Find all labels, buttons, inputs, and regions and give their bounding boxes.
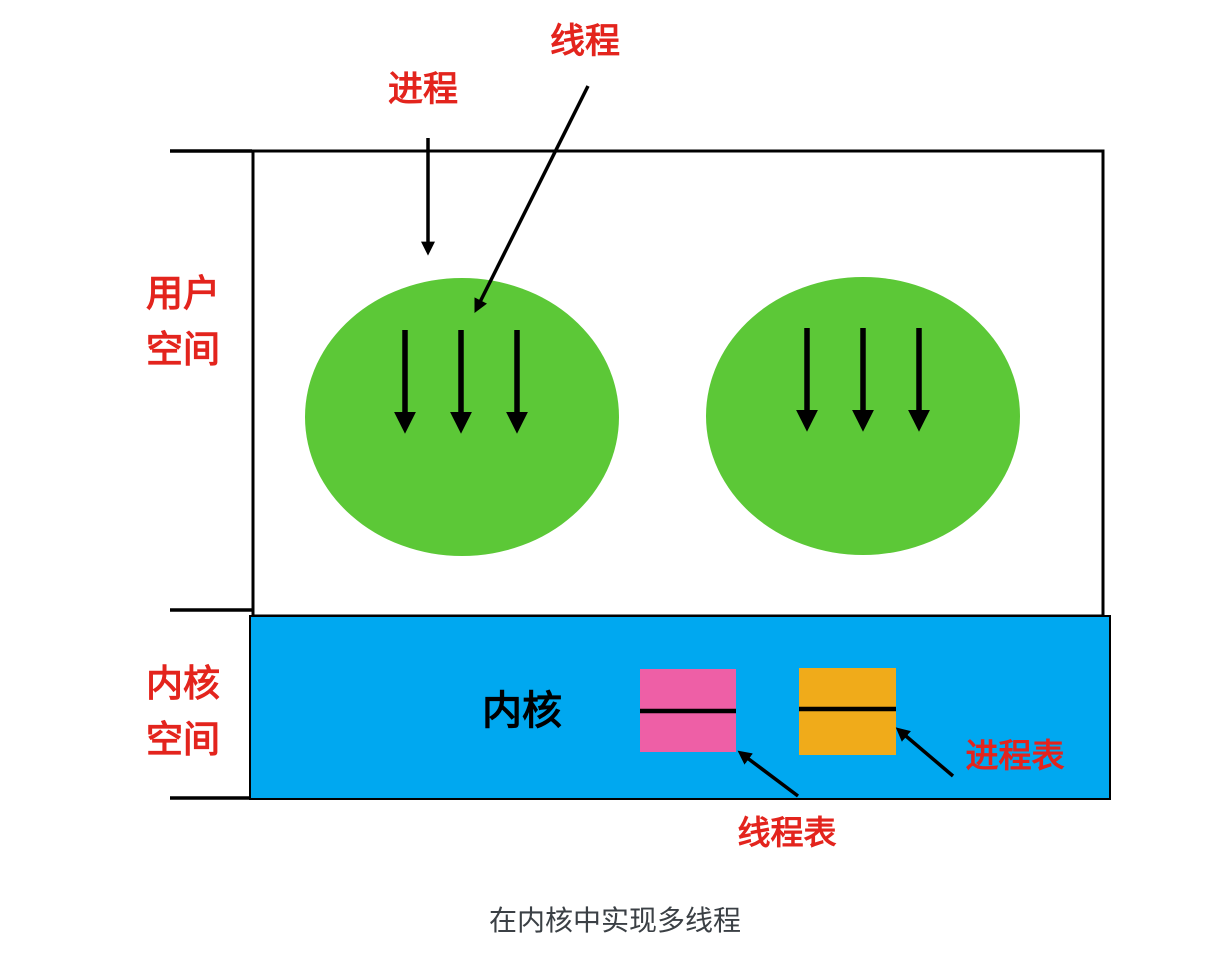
thread-arrows-process-2 <box>796 328 930 432</box>
figure-caption: 在内核中实现多线程 <box>488 905 741 936</box>
kernel-space-label: 内核 空间 <box>133 656 233 767</box>
thread-arrows-process-1 <box>394 330 528 434</box>
thread-table-pointer-arrow-icon <box>737 750 800 798</box>
thread-label: 线程 <box>549 22 620 61</box>
process-table-label: 进程表 <box>965 737 1065 774</box>
kernel-label: 内核 <box>482 689 562 733</box>
process-table-pointer-arrow-icon <box>895 727 955 778</box>
kernel-space-label-line1: 内核 <box>146 663 220 704</box>
kernel-space-label-line2: 空间 <box>146 718 220 760</box>
process-table-box <box>799 668 896 755</box>
thread-pointer-arrow-icon <box>474 85 590 314</box>
process-label: 进程 <box>387 70 458 109</box>
user-space-label-line2: 空间 <box>146 328 220 370</box>
user-space-label: 用户 空间 <box>133 266 233 377</box>
thread-table-label: 线程表 <box>737 814 837 851</box>
user-space-label-line1: 用户 <box>146 273 220 314</box>
